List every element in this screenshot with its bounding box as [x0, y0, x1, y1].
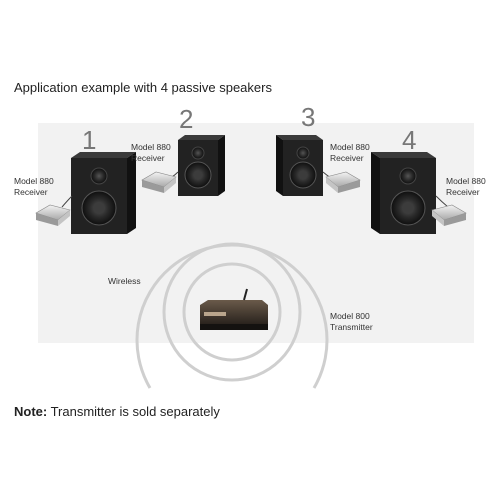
- page-heading: Application example with 4 passive speak…: [14, 80, 272, 95]
- receiver-2: [141, 171, 177, 193]
- receiver-model: Model 880: [446, 176, 486, 186]
- receiver-text: Receiver: [330, 153, 364, 163]
- note-label: Note:: [14, 404, 48, 419]
- receiver-model: Model 880: [131, 142, 171, 152]
- transmitter-label: Model 800 Transmitter: [330, 311, 373, 333]
- speaker-1: [71, 152, 136, 234]
- transmitter-model: Model 800: [330, 311, 370, 321]
- speaker-number-1: 1: [82, 125, 97, 155]
- speaker-2: [178, 135, 225, 196]
- speaker-number-3: 3: [301, 102, 316, 132]
- receiver-text: Receiver: [446, 187, 480, 197]
- receiver-model: Model 880: [14, 176, 54, 186]
- receiver-label-1: Model 880 Receiver: [14, 176, 54, 198]
- receiver-label-3: Model 880 Receiver: [330, 142, 370, 164]
- speaker-number-4: 4: [402, 125, 417, 155]
- transmitter-device: [200, 288, 268, 330]
- note-text: Transmitter is sold separately: [47, 404, 220, 419]
- transmitter-text: Transmitter: [330, 322, 373, 332]
- speaker-4: [371, 152, 436, 234]
- note: Note: Transmitter is sold separately: [14, 404, 220, 419]
- receiver-label-4: Model 880 Receiver: [446, 176, 486, 198]
- wireless-label: Wireless: [108, 276, 141, 286]
- receiver-model: Model 880: [330, 142, 370, 152]
- receiver-text: Receiver: [131, 153, 165, 163]
- receiver-1: [35, 204, 71, 226]
- wireless-waves: [135, 242, 329, 389]
- receiver-3: [325, 171, 361, 193]
- receiver-4: [431, 204, 467, 226]
- speaker-number-2: 2: [179, 104, 194, 134]
- receiver-label-2: Model 880 Receiver: [131, 142, 171, 164]
- speaker-3: [276, 135, 323, 196]
- receiver-text: Receiver: [14, 187, 48, 197]
